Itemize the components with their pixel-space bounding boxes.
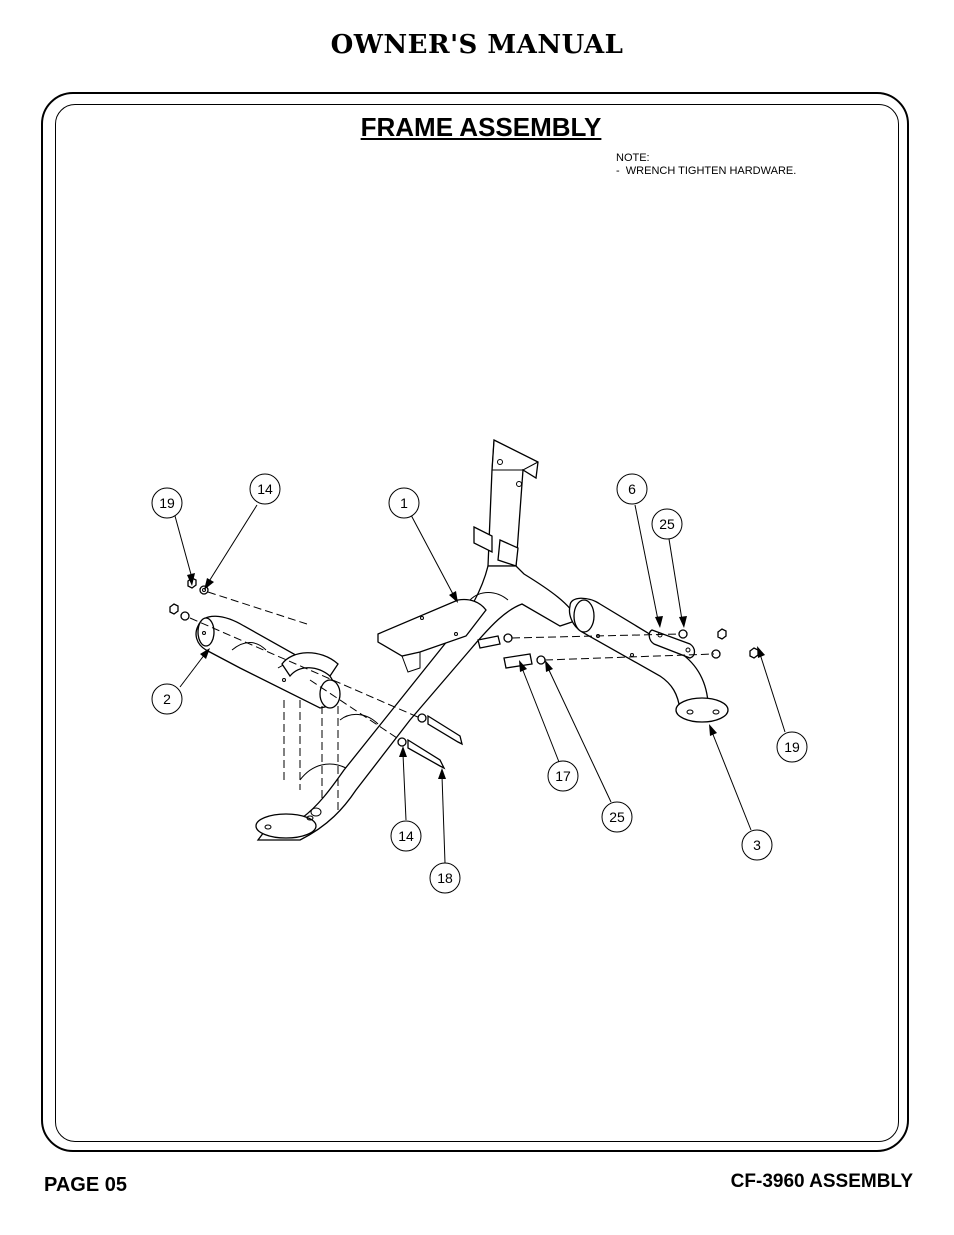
callout-25-bottom: 25 — [601, 801, 633, 833]
callout-2: 2 — [151, 683, 183, 715]
svg-text:25: 25 — [609, 809, 625, 825]
assembly-note: NOTE: - WRENCH TIGHTEN HARDWARE. — [616, 152, 796, 178]
callout-1: 1 — [388, 487, 420, 519]
callout-19-right: 19 — [776, 731, 808, 763]
callout-25-top: 25 — [651, 508, 683, 540]
callout-17: 17 — [547, 760, 579, 792]
svg-text:14: 14 — [398, 828, 414, 844]
svg-text:17: 17 — [555, 768, 571, 784]
svg-text:3: 3 — [753, 837, 761, 853]
front-stabilizer — [195, 615, 341, 709]
seat-post — [473, 438, 539, 567]
svg-text:6: 6 — [628, 481, 636, 497]
note-heading: NOTE: — [616, 152, 650, 164]
note-line: - WRENCH TIGHTEN HARDWARE. — [616, 165, 797, 177]
svg-text:18: 18 — [437, 870, 453, 886]
callout-19-left: 19 — [151, 487, 183, 519]
callout-18: 18 — [429, 862, 461, 894]
page-border-inner — [55, 104, 899, 1142]
svg-text:1: 1 — [400, 495, 408, 511]
page-border-outer — [41, 92, 909, 1152]
page-number: PAGE 05 — [44, 1174, 127, 1196]
leader-lines — [174, 504, 786, 864]
callout-14-top: 14 — [249, 473, 281, 505]
svg-text:2: 2 — [163, 691, 171, 707]
section-title: FRAME ASSEMBLY — [360, 112, 602, 142]
svg-text:14: 14 — [257, 481, 273, 497]
manual-title: OWNER'S MANUAL — [330, 30, 624, 60]
model-label: CF-3960 ASSEMBLY — [730, 1171, 913, 1192]
main-frame-tube — [255, 565, 579, 841]
callout-14-bottom: 14 — [390, 820, 422, 852]
assembly-guide-lines — [189, 591, 715, 810]
seat-plate — [377, 598, 487, 673]
svg-text:25: 25 — [659, 516, 675, 532]
svg-text:19: 19 — [784, 739, 800, 755]
rear-stabilizer — [568, 597, 729, 723]
callout-6: 6 — [616, 473, 648, 505]
callout-3: 3 — [741, 829, 773, 861]
svg-text:19: 19 — [159, 495, 175, 511]
